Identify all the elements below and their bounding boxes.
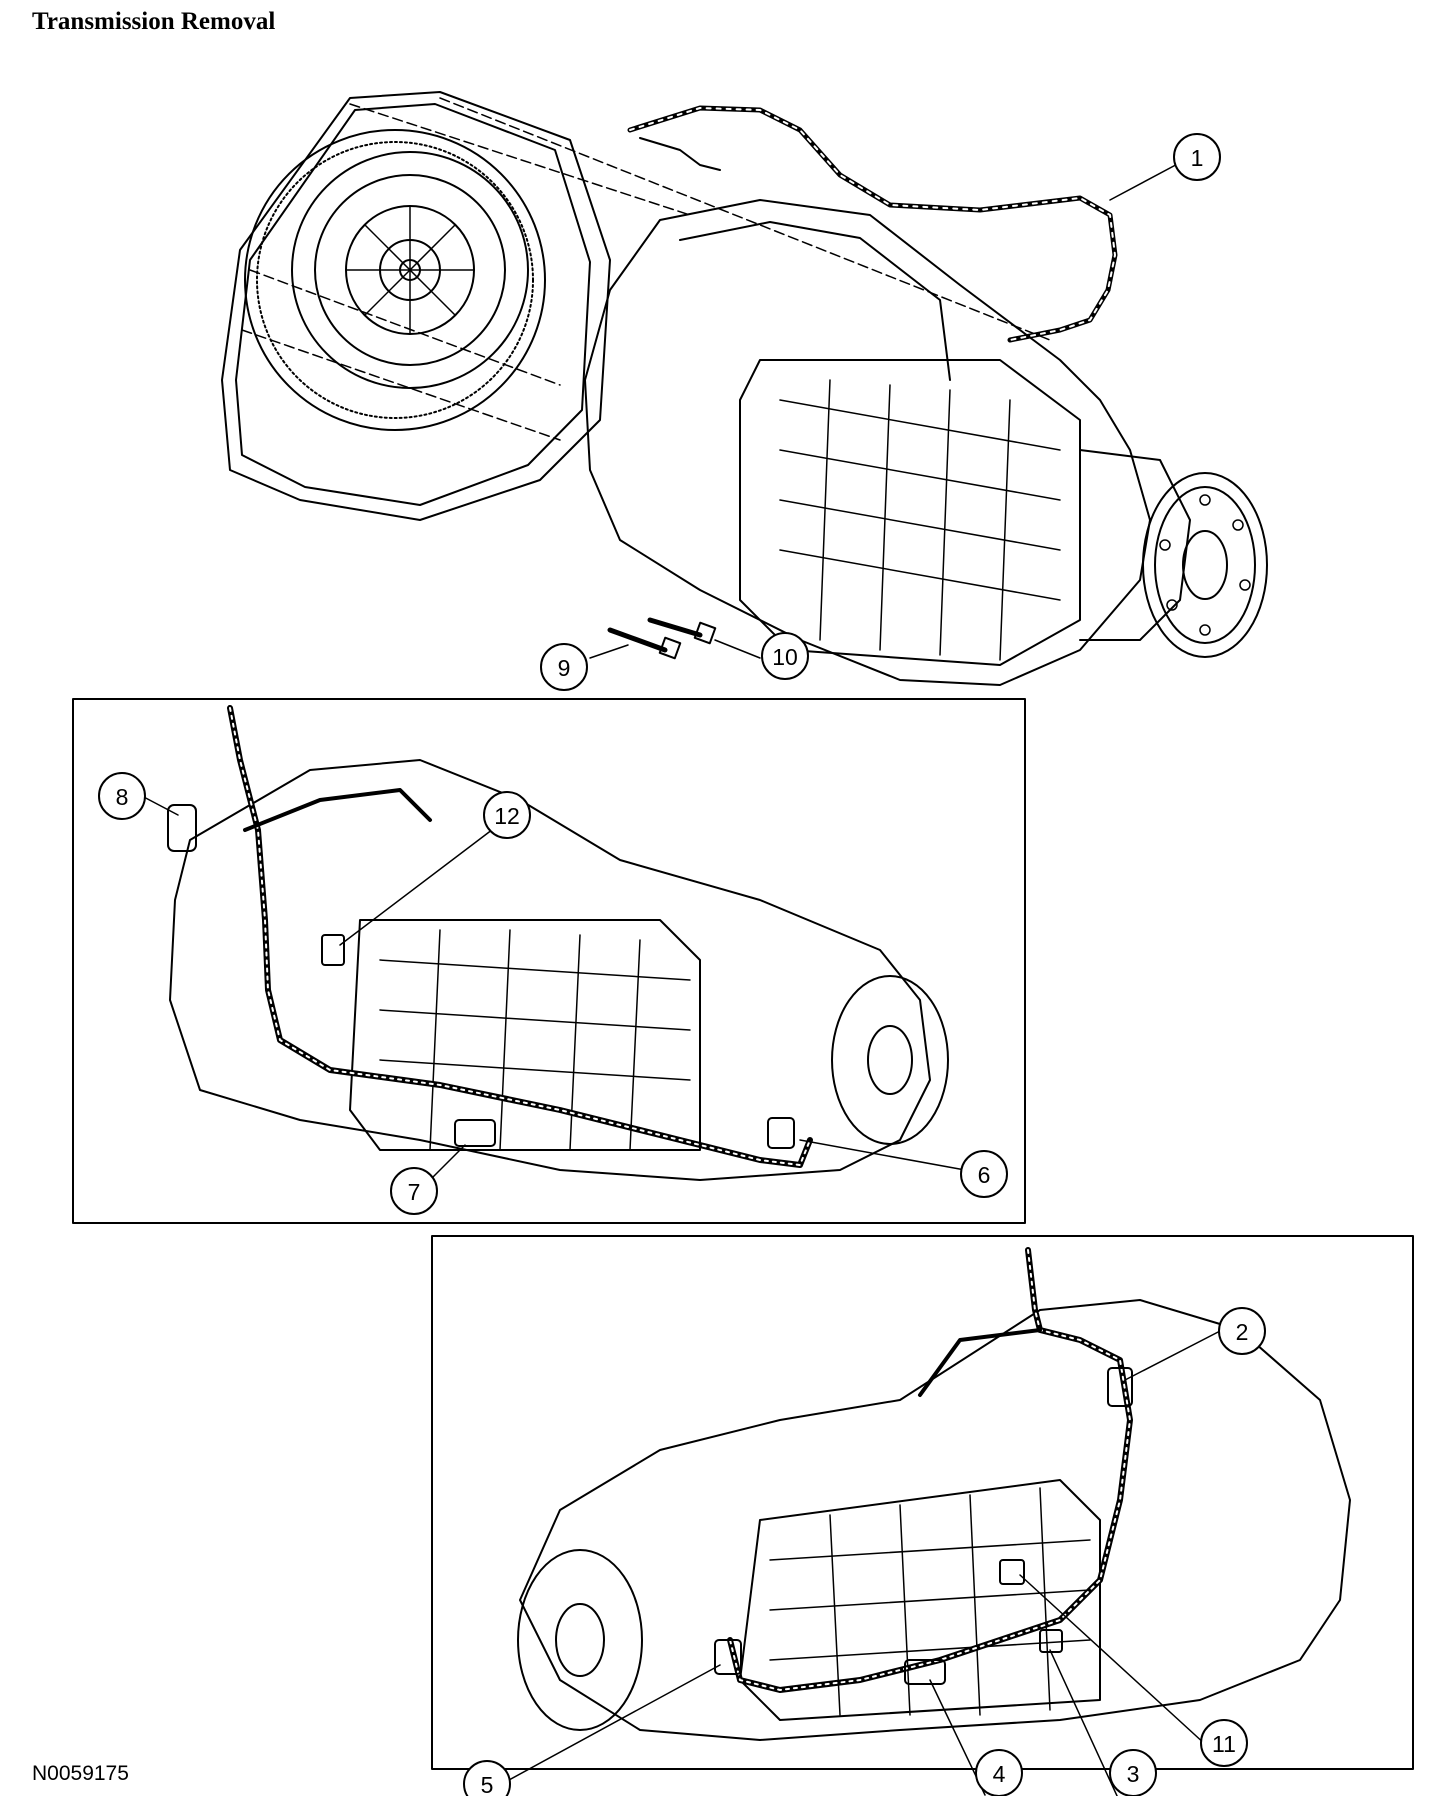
callout-2 xyxy=(1218,1307,1266,1355)
sensor-12-shape xyxy=(321,934,345,966)
figure-id: N0059175 xyxy=(32,1762,129,1785)
callout-4 xyxy=(975,1749,1023,1796)
callout-11-label: 11 xyxy=(1212,1731,1236,1757)
page-title: Transmission Removal xyxy=(32,8,276,35)
callout-6 xyxy=(960,1150,1008,1198)
callout-5-label: 5 xyxy=(481,1772,494,1796)
callout-8 xyxy=(98,772,146,820)
sensor-3-shape xyxy=(1039,1629,1063,1653)
transmission-side-view xyxy=(169,759,931,1181)
transmission-rear-view xyxy=(519,1299,1351,1741)
callout-1 xyxy=(1173,133,1221,181)
callout-9-label: 9 xyxy=(558,655,571,681)
engine-block-outline xyxy=(221,91,611,521)
connector-6-shape xyxy=(767,1117,795,1149)
clutch-pressure-plate xyxy=(291,151,529,389)
callout-3-label: 3 xyxy=(1127,1761,1140,1787)
bottom-view xyxy=(508,1247,1351,1796)
callout-12 xyxy=(483,791,531,839)
bolt-10-shape xyxy=(647,617,717,645)
connector-4-shape xyxy=(904,1659,946,1685)
callout-10 xyxy=(761,632,809,680)
output-flange xyxy=(1142,472,1268,658)
connector-7-shape xyxy=(454,1119,496,1147)
connector-8-shape xyxy=(167,804,197,852)
wiring-harness xyxy=(227,705,813,1168)
transmission-case xyxy=(739,359,1081,666)
callout-11 xyxy=(1200,1719,1248,1767)
callout-7 xyxy=(390,1167,438,1215)
top-view-exploded xyxy=(221,91,1268,686)
callout-10-label: 10 xyxy=(772,644,798,670)
bottom-wiring-harness xyxy=(727,1247,1133,1693)
callouts xyxy=(98,133,1266,1796)
sensor-11-shape xyxy=(999,1559,1025,1585)
callout-1-label: 1 xyxy=(1191,145,1204,171)
callout-9 xyxy=(540,643,588,691)
flywheel xyxy=(244,129,546,431)
callout-5 xyxy=(463,1760,511,1796)
callout-3 xyxy=(1109,1749,1157,1796)
callout-4-label: 4 xyxy=(993,1761,1006,1787)
connector-2-shape xyxy=(1107,1367,1133,1407)
callout-7-label: 7 xyxy=(408,1179,421,1205)
callout-8-label: 8 xyxy=(116,784,129,810)
bottom-panel-frame xyxy=(431,1235,1414,1770)
clutch-hydraulic-line xyxy=(627,105,1118,343)
transmission-bellhousing xyxy=(584,199,1151,686)
connector-5-shape xyxy=(714,1639,742,1675)
middle-view xyxy=(139,705,966,1186)
callout-labels: 1 9 10 8 12 7 6 2 11 5 4 3 xyxy=(116,145,1249,1796)
callout-6-label: 6 xyxy=(978,1162,991,1188)
middle-panel-frame xyxy=(72,698,1026,1224)
bolt-9-shape xyxy=(607,627,682,660)
callout-12-label: 12 xyxy=(494,803,520,829)
callout-2-label: 2 xyxy=(1236,1319,1249,1345)
bottom-output-flange xyxy=(517,1549,643,1731)
